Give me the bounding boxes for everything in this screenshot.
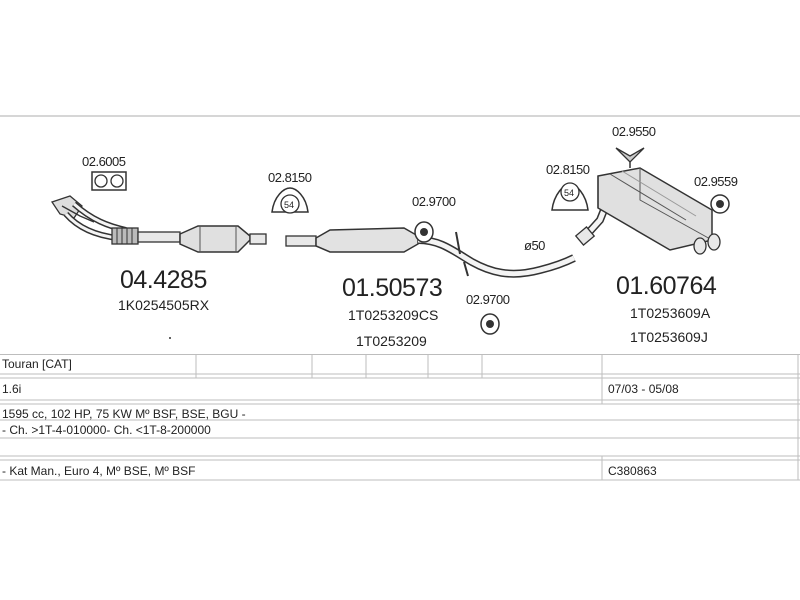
gasket-ring-icon-2: 54 <box>551 182 589 211</box>
rubber-mount-icon-2 <box>480 313 500 335</box>
gasket-1-label: 02.8150 <box>268 170 312 185</box>
gasket-pair-icon <box>91 171 127 191</box>
mount-ring-icon <box>710 194 730 214</box>
cat-clamp-label: 02.6005 <box>82 154 126 169</box>
chassis-cell: - Ch. >1T-4-010000- Ch. <1T-8-200000 <box>2 423 211 437</box>
rear-hanger-1-label: 02.9550 <box>612 124 656 139</box>
mid-clamp-2-label: 02.9700 <box>466 292 510 307</box>
gasket-1-size: 54 <box>284 200 294 210</box>
cat-code-label: 04.4285 <box>120 266 207 294</box>
gasket-ring-icon: 54 <box>271 187 309 214</box>
rear-code-label: 01.60764 <box>616 272 717 300</box>
gasket-2-label: 02.8150 <box>546 162 590 177</box>
rear-oem-1-label: 1T0253609A <box>630 305 711 321</box>
rubber-mount-icon <box>414 221 434 243</box>
application-table: Touran [CAT] 1.6i 07/03 - 05/08 1595 cc,… <box>0 354 800 484</box>
mid-code-label: 01.50573 <box>342 274 442 302</box>
engine-cell: 1.6i <box>2 382 22 396</box>
rear-silencer <box>574 167 721 255</box>
ref-cell: C380863 <box>608 464 657 478</box>
rear-hanger-2-label: 02.9559 <box>694 174 738 189</box>
hanger-icon <box>615 147 645 168</box>
pipe-diameter-label: ø50 <box>524 238 545 253</box>
mid-oem-1-label: 1T0253209CS <box>348 307 438 323</box>
years-cell: 07/03 - 05/08 <box>608 382 679 396</box>
model-cell: Touran [CAT] <box>2 357 72 371</box>
catalytic-converter <box>50 195 267 253</box>
gasket-2-size: 54 <box>564 188 574 198</box>
middle-silencer <box>285 227 576 278</box>
notes-cell: - Kat Man., Euro 4, Mº BSE, Mº BSF <box>2 464 196 478</box>
exhaust-system-diagram: 02.6005 04.4285 1K0254505RX 54 02.8150 0… <box>0 115 800 349</box>
mid-clamp-1-label: 02.9700 <box>412 194 456 209</box>
table-grid <box>0 354 800 481</box>
spec-cell: 1595 cc, 102 HP, 75 KW Mº BSF, BSE, BGU … <box>2 407 246 421</box>
cat-oem-label: 1K0254505RX <box>118 297 210 313</box>
mid-oem-2-label: 1T0253209 <box>356 333 427 349</box>
rear-oem-2-label: 1T0253609J <box>630 329 708 345</box>
